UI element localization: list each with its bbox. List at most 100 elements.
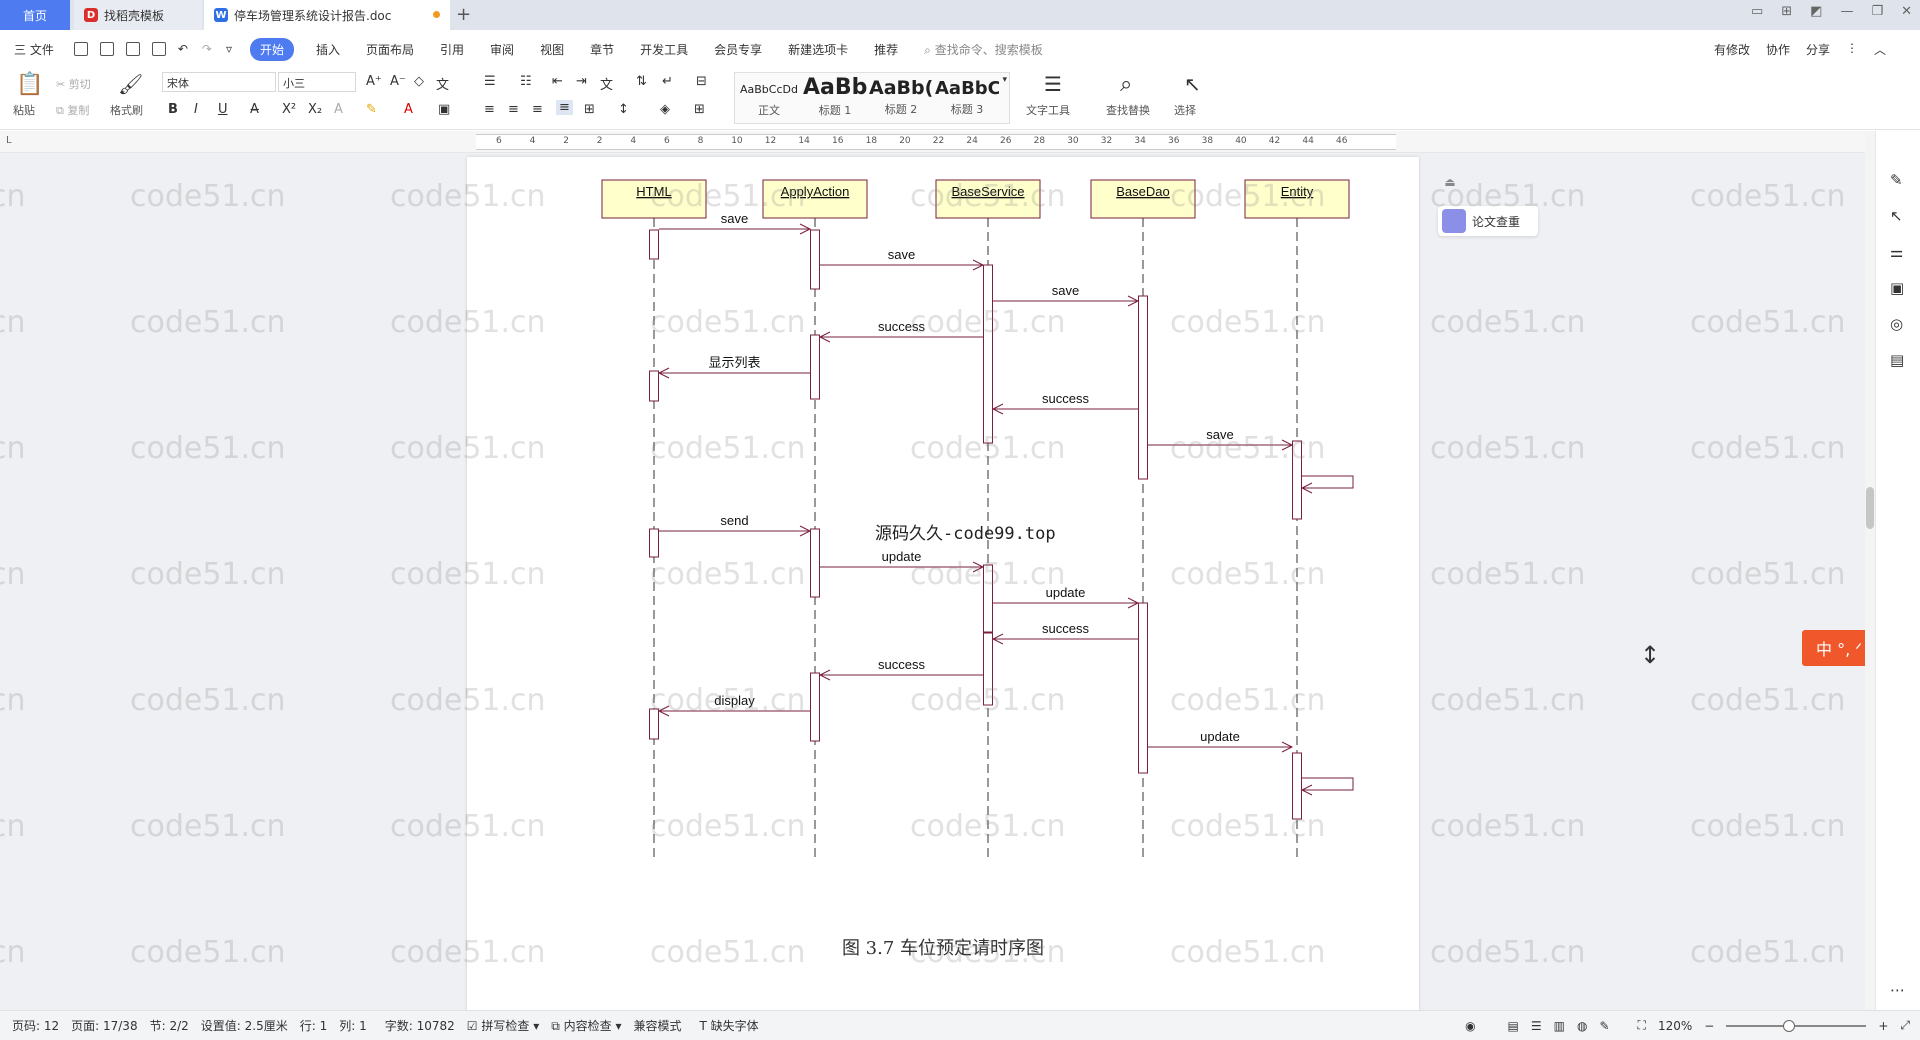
bold-icon[interactable]: B bbox=[168, 102, 178, 117]
sort-icon[interactable]: ⇅ bbox=[636, 74, 647, 89]
tab-document[interactable]: W 停车场管理系统设计报告.doc bbox=[204, 0, 450, 30]
find-replace-label[interactable]: 查找替换 bbox=[1106, 104, 1150, 117]
menu-insert[interactable]: 插入 bbox=[316, 42, 341, 57]
pinyin-icon[interactable]: 文 bbox=[436, 78, 450, 93]
clear-format-icon[interactable]: ◇ bbox=[414, 74, 424, 89]
print-icon[interactable] bbox=[125, 42, 140, 56]
font-name-select[interactable]: 宋体 bbox=[162, 72, 276, 92]
table-tools-icon[interactable]: ⊟ bbox=[696, 74, 707, 89]
content-check-button[interactable]: ⧉ 内容检查 ▾ bbox=[551, 1019, 622, 1033]
zoom-slider-knob[interactable] bbox=[1783, 1019, 1796, 1032]
paste-label[interactable]: 粘贴 bbox=[13, 104, 35, 117]
target-icon[interactable]: ◎ bbox=[1890, 315, 1904, 333]
decrease-indent-icon[interactable]: ⇤ bbox=[552, 74, 563, 89]
reading-icon[interactable]: ▤ bbox=[1890, 351, 1905, 369]
justify-icon[interactable]: ≡ bbox=[556, 100, 573, 115]
font-color-icon[interactable]: A bbox=[404, 102, 413, 117]
menu-page-layout[interactable]: 页面布局 bbox=[366, 42, 415, 57]
redo-icon[interactable]: ↷ bbox=[201, 42, 212, 56]
fit-page-icon[interactable]: ⛶ bbox=[1637, 1018, 1646, 1032]
save-icon[interactable] bbox=[73, 42, 88, 56]
outline-view-icon[interactable]: ☰ bbox=[1530, 1018, 1542, 1033]
align-left-icon[interactable]: ≡ bbox=[484, 102, 495, 117]
tab-home[interactable]: 首页 bbox=[0, 0, 70, 30]
avatar-icon[interactable]: ◩ bbox=[1810, 4, 1823, 19]
collaborate-button[interactable]: 协作 bbox=[1765, 43, 1790, 57]
vertical-scrollbar[interactable] bbox=[1865, 131, 1875, 1010]
menu-references[interactable]: 引用 bbox=[440, 42, 465, 57]
scrollbar-thumb[interactable] bbox=[1866, 487, 1874, 529]
text-effect-icon[interactable]: A bbox=[334, 102, 343, 117]
spell-check-button[interactable]: ☑ 拼写检查 ▾ bbox=[466, 1019, 540, 1033]
chinese-layout-icon[interactable]: 文 bbox=[600, 78, 614, 93]
menu-chapter[interactable]: 章节 bbox=[590, 42, 615, 57]
char-border-icon[interactable]: ▣ bbox=[438, 102, 451, 117]
format-painter-label[interactable]: 格式刷 bbox=[110, 104, 143, 117]
superscript-icon[interactable]: X² bbox=[282, 102, 297, 117]
web-view-icon[interactable]: ◍ bbox=[1577, 1018, 1588, 1033]
align-center-icon[interactable]: ≡ bbox=[508, 102, 519, 117]
more-tools-icon[interactable]: ⋯ bbox=[1890, 981, 1905, 999]
styles-more-icon[interactable]: ▾ bbox=[1002, 75, 1007, 85]
style-heading-1[interactable]: AaBb 标题 1 bbox=[803, 73, 867, 125]
increase-indent-icon[interactable]: ⇥ bbox=[576, 74, 587, 89]
status-page-num[interactable]: 页码: 12 bbox=[12, 1019, 60, 1033]
status-section[interactable]: 节: 2/2 bbox=[149, 1019, 189, 1033]
style-normal[interactable]: AaBbCcDd 正文 bbox=[737, 73, 801, 125]
select-icon[interactable]: ↖ bbox=[1184, 72, 1201, 96]
numbered-list-icon[interactable]: ☷ bbox=[520, 74, 532, 89]
cut-button[interactable]: ✂ 剪切 bbox=[56, 78, 91, 91]
minimize-icon[interactable]: — bbox=[1840, 4, 1854, 19]
status-setting[interactable]: 设置值: 2.5厘米 bbox=[200, 1019, 288, 1033]
close-icon[interactable]: ✕ bbox=[1901, 4, 1912, 19]
undo-icon[interactable]: ↶ bbox=[177, 42, 188, 56]
status-words[interactable]: 字数: 10782 bbox=[384, 1019, 455, 1033]
subscript-icon[interactable]: X₂ bbox=[308, 102, 323, 117]
adjust-icon[interactable]: ⚌ bbox=[1890, 243, 1904, 261]
zoom-out-icon[interactable]: − bbox=[1704, 1018, 1715, 1033]
bullet-list-icon[interactable]: ☰ bbox=[484, 74, 496, 89]
font-size-select[interactable]: 小三 bbox=[278, 72, 356, 92]
zoom-level[interactable]: 120% bbox=[1657, 1018, 1693, 1033]
ime-toolbar[interactable]: 中 °, ᐟ S bbox=[1802, 630, 1865, 666]
reading-view-icon[interactable]: ▥ bbox=[1553, 1018, 1565, 1033]
format-painter-icon[interactable]: 🖌 bbox=[118, 72, 144, 96]
align-right-icon[interactable]: ≡ bbox=[532, 102, 543, 117]
copy-button[interactable]: ⧉ 复制 bbox=[56, 104, 90, 117]
command-search[interactable]: ⌕ 查找命令、搜索模板 bbox=[924, 41, 1043, 58]
highlight-icon[interactable]: ✎ bbox=[366, 102, 377, 117]
eye-protection-icon[interactable]: ◉ bbox=[1465, 1018, 1476, 1033]
grow-font-icon[interactable]: A⁺ bbox=[366, 74, 382, 89]
menu-start[interactable]: 开始 bbox=[249, 37, 294, 61]
underline-icon[interactable]: U bbox=[218, 102, 228, 117]
missing-font-button[interactable]: T 缺失字体 bbox=[700, 1017, 759, 1034]
select-label[interactable]: 选择 bbox=[1174, 104, 1196, 117]
layout-icon[interactable]: ▭ bbox=[1750, 4, 1764, 19]
style-heading-2[interactable]: AaBb( 标题 2 bbox=[869, 73, 933, 125]
find-replace-icon[interactable]: ⌕ bbox=[1120, 72, 1133, 97]
paste-icon[interactable]: 📋 bbox=[16, 72, 44, 97]
more-options-icon[interactable]: ⋮ bbox=[1845, 41, 1858, 55]
fullscreen-icon[interactable]: ⤢ bbox=[1900, 1018, 1910, 1032]
italic-icon[interactable]: I bbox=[194, 102, 198, 117]
new-tab-button[interactable]: + bbox=[456, 4, 472, 25]
shading-icon[interactable]: ◈ bbox=[660, 102, 670, 117]
text-tools-label[interactable]: 文字工具 bbox=[1026, 104, 1070, 117]
status-pages[interactable]: 页面: 17/38 bbox=[71, 1019, 138, 1033]
menu-review[interactable]: 审阅 bbox=[490, 42, 515, 57]
edit-pen-icon[interactable]: ✎ bbox=[1890, 171, 1903, 189]
status-row[interactable]: 行: 1 bbox=[299, 1019, 328, 1033]
strikethrough-icon[interactable]: A̶ bbox=[250, 102, 259, 117]
restore-icon[interactable]: ❐ bbox=[1871, 4, 1884, 19]
menu-recommend[interactable]: 推荐 bbox=[874, 42, 899, 57]
status-col[interactable]: 列: 1 bbox=[339, 1019, 367, 1033]
paper-check-button[interactable]: 论文查重 bbox=[1438, 206, 1538, 236]
menu-new-tab[interactable]: 新建选项卡 bbox=[788, 42, 849, 57]
image-tools-icon[interactable]: ▣ bbox=[1890, 279, 1905, 297]
quick-access-more-icon[interactable]: ▿ bbox=[225, 42, 232, 56]
line-spacing-icon[interactable]: ↕ bbox=[618, 102, 629, 117]
zoom-in-icon[interactable]: + bbox=[1878, 1018, 1889, 1033]
shrink-font-icon[interactable]: A⁻ bbox=[390, 74, 406, 89]
